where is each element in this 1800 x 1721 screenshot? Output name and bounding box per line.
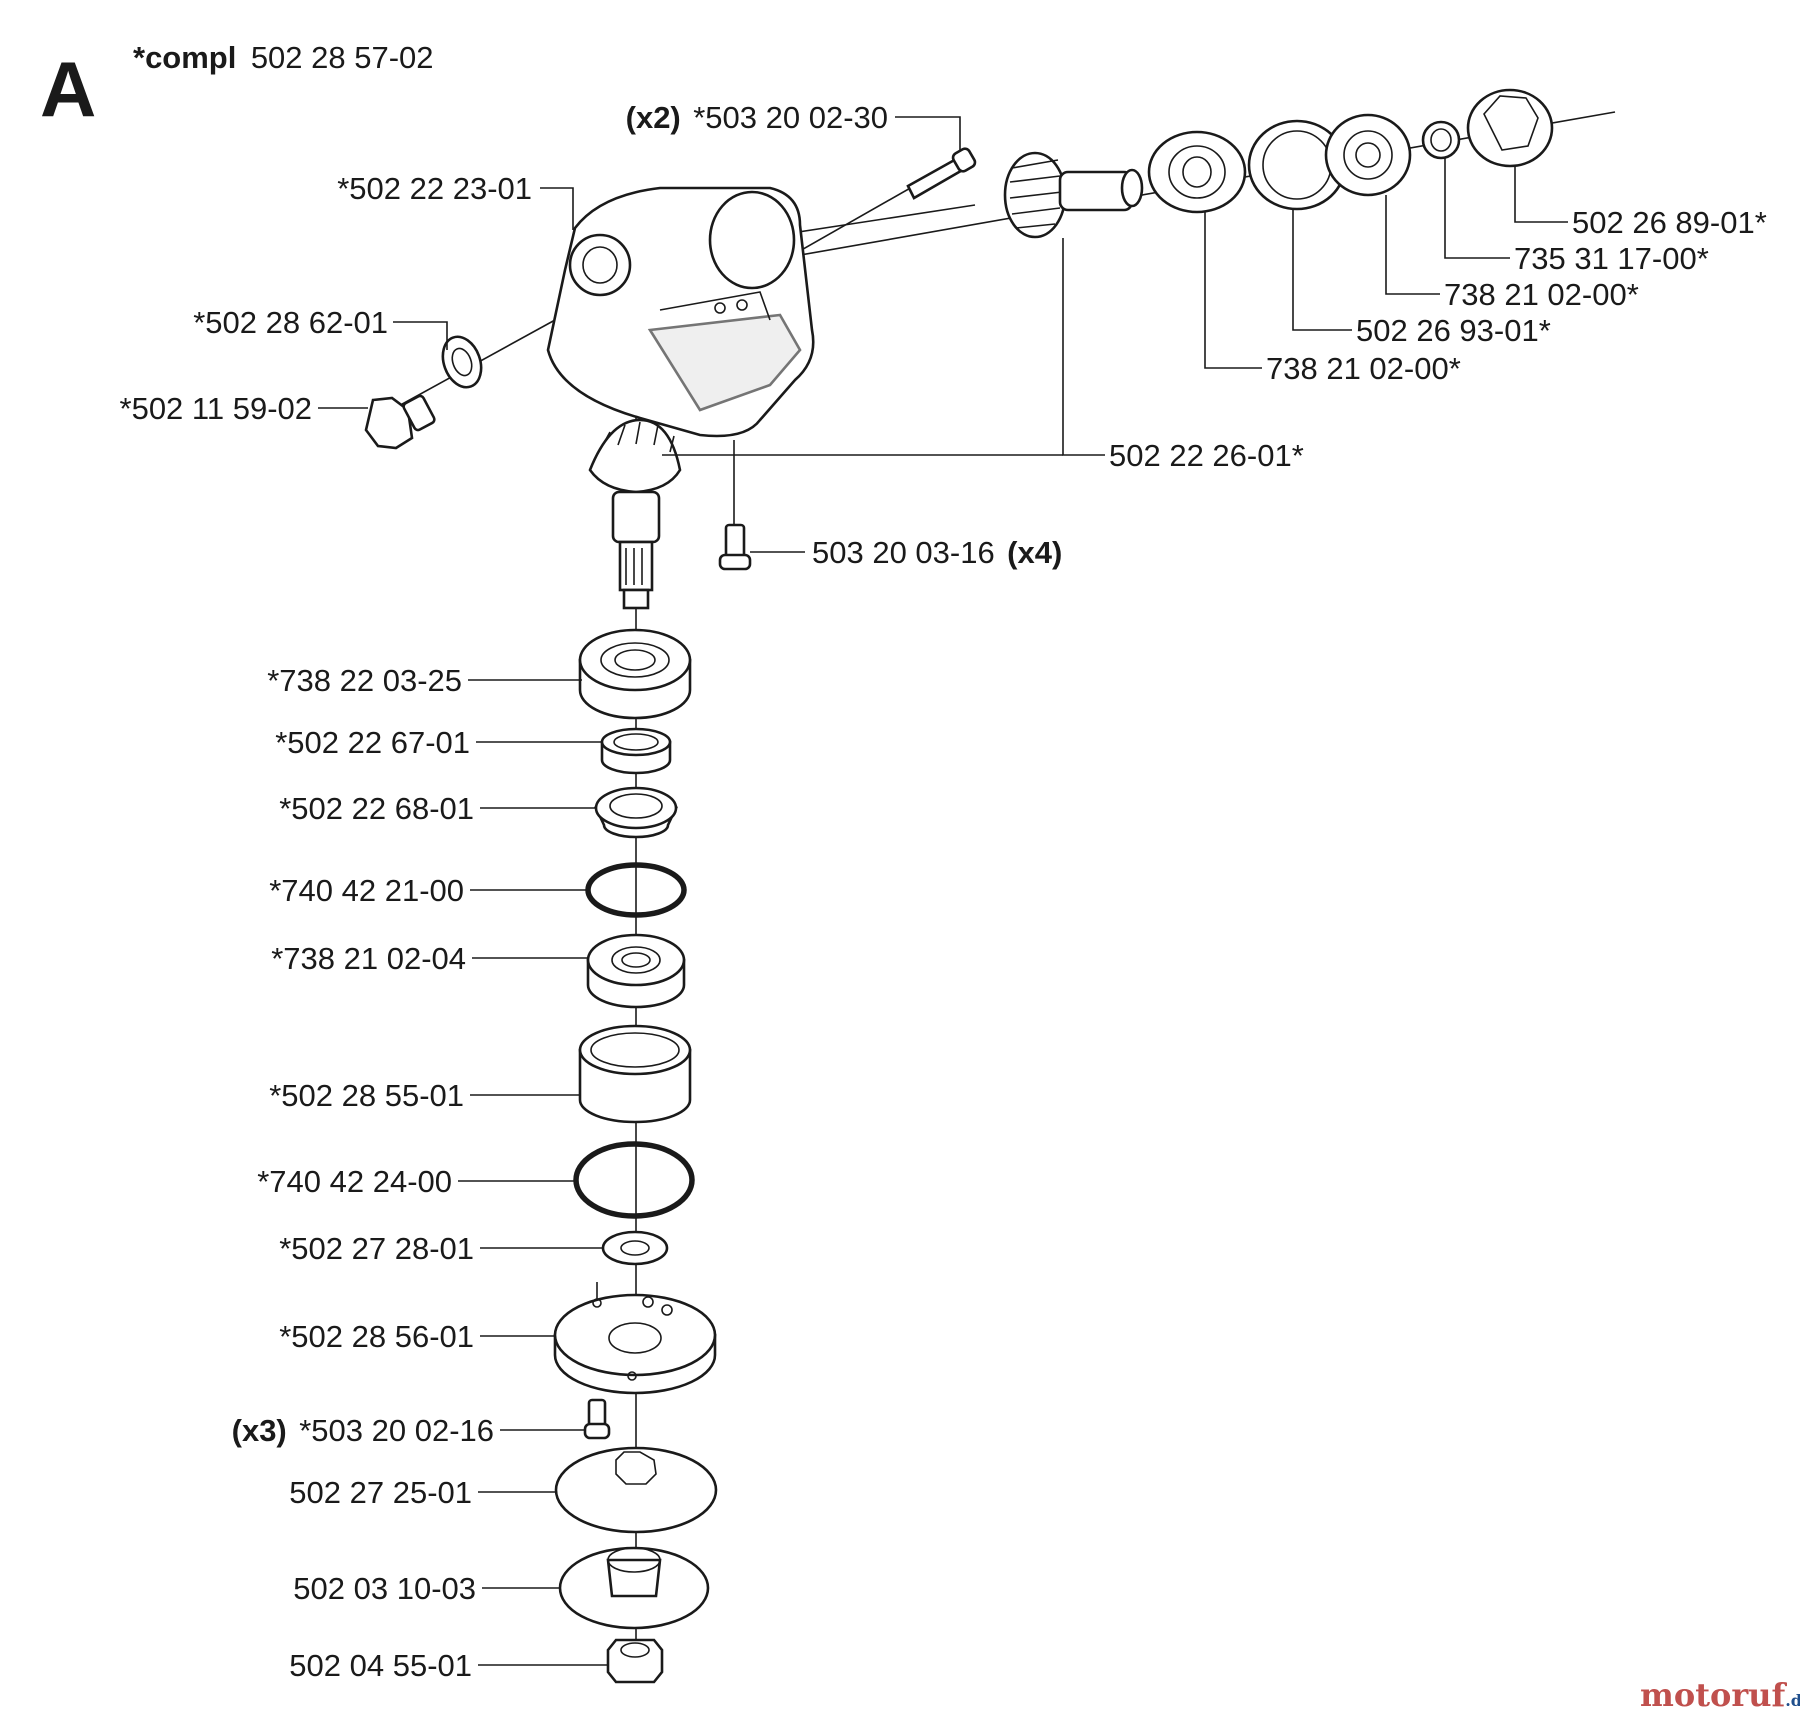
screw-503-20-02-30-icon: [906, 147, 977, 200]
callout-screw-x4-number: 503 20 03-16: [812, 535, 995, 570]
motoruf-logo: motoruf.de: [1640, 1676, 1800, 1714]
callout-bearing-upper-outer: 738 21 02-00*: [1444, 277, 1639, 312]
callout-circlip: 735 31 17-00*: [1514, 241, 1709, 276]
seal-68-icon: [593, 786, 679, 839]
bearing-25-icon: [578, 628, 692, 720]
leader-bearing-upper-inner: [1204, 212, 1262, 369]
leader-screw-x2: [895, 116, 961, 150]
bearing-upper-outer-icon: [1324, 113, 1412, 197]
end-ring-icon: [1466, 88, 1554, 168]
callout-nut: 502 04 55-01: [289, 1648, 472, 1683]
callout-plug: *502 11 59-02: [120, 391, 312, 426]
nut-icon: [606, 1638, 664, 1684]
leader-washer-plug: [393, 321, 448, 350]
svg-text:motoruf.de: motoruf.de: [1640, 1676, 1800, 1714]
callout-flange-lower: 502 03 10-03: [293, 1571, 476, 1606]
flange-56-icon: [553, 1293, 717, 1395]
leader-bearing-upper-outer: [1385, 195, 1440, 295]
assembly-prefix: *compl: [133, 40, 236, 75]
leader-gear-set-v: [1062, 238, 1105, 456]
bevel-gear-shaft-icon: [588, 418, 682, 610]
leader-housing: [540, 187, 574, 230]
support-cup-icon: [554, 1446, 718, 1534]
leader-ring-end: [1514, 166, 1568, 223]
callout-screw-x3: (x3) *503 20 02-16: [232, 1413, 494, 1448]
callout-gear-set: 502 22 26-01*: [1109, 438, 1304, 473]
gear-housing: [546, 186, 815, 438]
callout-oring-24: *740 42 24-00: [257, 1164, 452, 1199]
callout-bearing-04: *738 21 02-04: [271, 941, 466, 976]
callout-sleeve-55: *502 28 55-01: [269, 1078, 464, 1113]
callout-sleeve-upper: 502 26 93-01*: [1356, 313, 1551, 348]
plug-icon: [364, 394, 436, 450]
screw-503-20-02-16-icon: [583, 1398, 611, 1440]
callout-support-cup: 502 27 25-01: [289, 1475, 472, 1510]
callout-washer-plug: *502 28 62-01: [193, 305, 388, 340]
leader-circlip: [1444, 158, 1510, 259]
callout-screw-x2-qty: (x2): [626, 100, 681, 135]
assembly-number: 502 28 57-02: [251, 40, 434, 75]
bearing-upper-inner-icon: [1147, 130, 1247, 214]
watermark-brand: motoruf: [1640, 1676, 1787, 1714]
flange-lower-icon: [558, 1546, 710, 1630]
callout-screw-x2-number: *503 20 02-30: [693, 100, 888, 135]
callout-washer-28: *502 27 28-01: [279, 1231, 474, 1266]
section-letter: A: [40, 45, 96, 133]
watermark-suffix: .de: [1785, 1691, 1800, 1710]
assembly-heading: *compl 502 28 57-02: [133, 40, 434, 75]
callout-bearing-upper-inner: 738 21 02-00*: [1266, 351, 1461, 386]
screw-503-20-03-16-icon: [718, 523, 752, 571]
callout-spacer-67: *502 22 67-01: [275, 725, 470, 760]
callout-screw-x2: (x2) *503 20 02-30: [626, 100, 888, 135]
callout-screw-x3-number: *503 20 02-16: [299, 1413, 494, 1448]
callout-screw-x4: 503 20 03-16 (x4): [812, 535, 1062, 570]
callout-bearing-25: *738 22 03-25: [267, 663, 462, 698]
pinion-gear-icon: [1003, 151, 1144, 239]
leader-sleeve-upper: [1292, 209, 1352, 331]
callout-screw-x3-qty: (x3): [232, 1413, 287, 1448]
spacer-67-icon: [600, 727, 672, 775]
callout-ring-end: 502 26 89-01*: [1572, 205, 1767, 240]
callout-housing: *502 22 23-01: [337, 171, 532, 206]
washer-plug-icon: [441, 335, 483, 389]
sleeve-55-icon: [578, 1024, 692, 1124]
bearing-04-icon: [586, 933, 686, 1009]
callout-seal-68: *502 22 68-01: [279, 791, 474, 826]
callout-screw-x4-qty: (x4): [1007, 535, 1062, 570]
oring-24-icon: [573, 1141, 695, 1219]
washer-28-icon: [601, 1230, 669, 1266]
callout-oring-21: *740 42 21-00: [269, 873, 464, 908]
callout-flange-56: *502 28 56-01: [279, 1319, 474, 1354]
circlip-icon: [1421, 120, 1461, 160]
